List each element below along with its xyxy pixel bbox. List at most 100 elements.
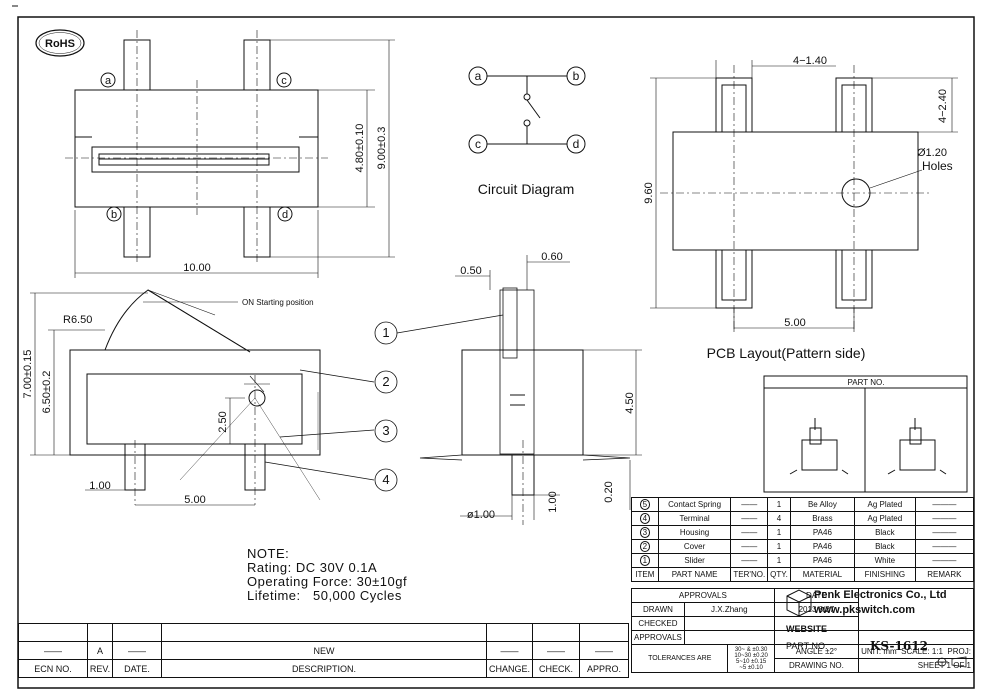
tb-part-no: KS-1612 <box>870 639 928 653</box>
pcb-hole-dia: Ø1.20 <box>917 147 947 159</box>
ecn-no: —— <box>18 641 88 660</box>
terminal-d-label: d <box>282 209 288 221</box>
ecn-header-check: CHECK. <box>532 659 580 678</box>
pcb-dim-top: 4−1.40 <box>793 55 827 67</box>
bom-remark: ——— <box>914 525 975 540</box>
tb-approved-by <box>683 630 775 645</box>
dim-0-60: 0.60 <box>541 251 562 263</box>
top-view-labels: a c b d 10.00 4.80±0.10 9.00±0.3 <box>100 72 388 274</box>
callout-1: 1 <box>382 325 389 340</box>
tb-scale-label: SCALE: <box>901 647 930 656</box>
ecn-header-description: DESCRIPTION. <box>161 659 487 678</box>
bom-material: Be Alloy <box>789 497 856 512</box>
dim-h-inner: 4.80±0.10 <box>354 124 366 173</box>
front-view-labels: 0.50 0.60 4.50 0.20 ø1.00 1.00 <box>460 251 636 521</box>
bom-row: 1 Slider —— 1 PA46 White ——— <box>631 553 975 568</box>
note-lifetime-value: 50,000 Cycles <box>312 588 402 603</box>
bom-finishing: Black <box>854 525 916 540</box>
bom-qty: 1 <box>767 553 791 568</box>
bom-header-qty: QTY. <box>767 567 791 582</box>
tb-angle-value: ±2° <box>825 647 838 656</box>
tb-drawn-label: DRAWN <box>631 602 685 617</box>
bom-row: 4 Terminal —— 4 Brass Ag Plated ——— <box>631 511 975 526</box>
ecn-desc: NEW <box>161 641 487 660</box>
bom-row: 3 Housing —— 1 PA46 Black ——— <box>631 525 975 540</box>
tb-tol-range: ~5 ±0.10 <box>739 664 763 671</box>
pcb-layout <box>650 60 958 332</box>
bom-qty: 1 <box>767 525 791 540</box>
note-lifetime: Lifetime: 50,000 Cycles <box>247 589 407 603</box>
top-view <box>65 30 395 278</box>
bom-header-item: ITEM <box>631 567 659 582</box>
tb-website-label: WEBSITE <box>786 624 828 634</box>
tb-approvals-header: APPROVALS <box>631 588 775 603</box>
dim-6-50: 6.50±0.2 <box>41 371 53 414</box>
ecn-cell <box>532 623 580 642</box>
front-view <box>419 255 642 525</box>
company-name: Penk Electronics Co., Ltd <box>814 589 947 601</box>
bom-material: Brass <box>789 511 856 526</box>
circuit-title: Circuit Diagram <box>478 181 574 197</box>
ecn-cell <box>161 623 487 642</box>
tb-angle-label: ANGLE <box>795 647 823 656</box>
ecn-header-no: ECN NO. <box>18 659 88 678</box>
tb-unit: UNIT: mm <box>861 647 897 656</box>
bom-material: PA46 <box>789 539 856 554</box>
bom-finishing: Ag Plated <box>854 497 916 512</box>
note-force-label: Operating Force: <box>247 574 353 589</box>
circuit-node-a: a <box>475 69 482 83</box>
tb-part-no-label: PART NO. <box>786 641 828 651</box>
bom-qty: 1 <box>767 497 791 512</box>
pcb-dim-pitch: 5.00 <box>784 317 805 329</box>
tb-sheet: SHEET 1 OF 1 <box>858 658 974 673</box>
ecn-appro: —— <box>579 641 629 660</box>
dim-side-1-00: 1.00 <box>89 480 110 492</box>
side-view <box>30 289 321 506</box>
bom-header-part-name: PART NAME <box>657 567 732 582</box>
note-rating: Rating: DC 30V 0.1A <box>247 561 407 575</box>
bom-part-name: Contact Spring <box>657 497 732 512</box>
tb-checked-by <box>683 616 775 631</box>
note-force-value: 30±10gf <box>356 574 408 589</box>
bom-item: 2 <box>631 539 659 554</box>
bom-remark: ——— <box>914 553 975 568</box>
tb-checked-label: CHECKED <box>631 616 685 631</box>
bom-material: PA46 <box>789 525 856 540</box>
bom-finishing: Ag Plated <box>854 511 916 526</box>
circuit-labels: a b c d Circuit Diagram <box>475 69 580 197</box>
bom-part-name: Housing <box>657 525 732 540</box>
sheet-border <box>17 16 975 689</box>
bom-ter: —— <box>730 539 769 554</box>
tb-drawing-no-label: DRAWING NO. <box>773 658 860 673</box>
callout-labels: 1 2 3 4 <box>382 325 389 487</box>
bom-header-remark: REMARK <box>914 567 975 582</box>
tb-tol-range: 30~ & ±0.30 <box>734 646 768 653</box>
bom-finishing: Black <box>854 539 916 554</box>
tb-scale-value: 1:1 <box>931 647 943 656</box>
bom-header-material: MATERIAL <box>789 567 856 582</box>
dim-7-00: 7.00±0.15 <box>22 350 34 399</box>
callout-2: 2 <box>382 374 389 389</box>
tb-tol-range: 10~30 ±0.20 <box>734 652 768 659</box>
pcb-labels: 4−1.40 4−2.40 Ø1.20 Holes 9.60 5.00 PCB … <box>643 55 953 361</box>
ecn-cell <box>579 623 629 642</box>
bom-item: 3 <box>631 525 659 540</box>
dim-0-20: 0.20 <box>603 481 615 502</box>
part-no-box-title: PART NO. <box>848 378 885 387</box>
tb-drawn-by: J.X.Zhang <box>683 602 775 617</box>
terminal-b-label: b <box>111 209 117 221</box>
note-force: Operating Force: 30±10gf <box>247 575 407 589</box>
bom-header-finishing: FINISHING <box>854 567 916 582</box>
dim-0-50: 0.50 <box>460 265 481 277</box>
pcb-holes-label: Holes <box>922 159 953 173</box>
note-title: NOTE: <box>247 546 290 561</box>
ecn-cell <box>486 623 533 642</box>
pcb-dim-height: 9.60 <box>643 182 655 203</box>
tb-company-cell <box>858 588 974 631</box>
dim-2-50: 2.50 <box>217 411 229 432</box>
callout-3: 3 <box>382 423 389 438</box>
tb-tolerances-label: TOLERANCES ARE <box>630 644 729 673</box>
bom-item: 4 <box>631 511 659 526</box>
pcb-title: PCB Layout(Pattern side) <box>707 345 866 361</box>
